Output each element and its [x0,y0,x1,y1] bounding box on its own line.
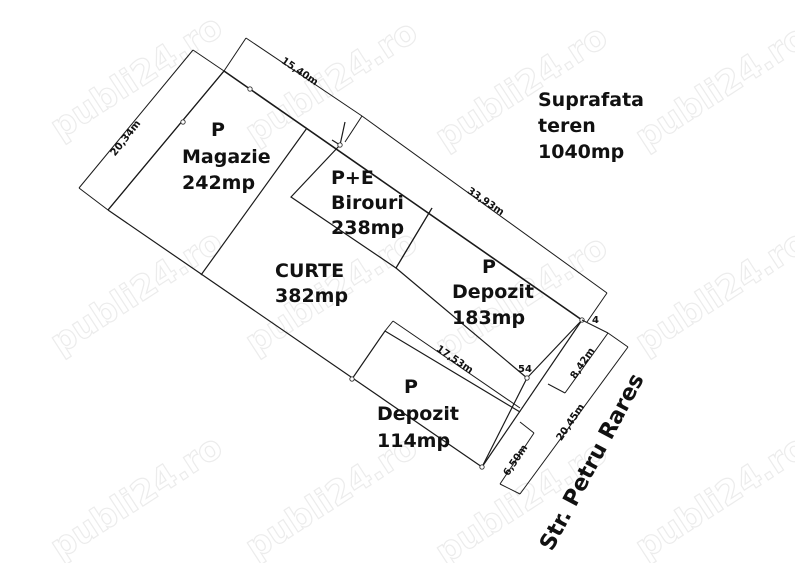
total-area-label: Suprafata teren 1040mp [538,89,644,163]
watermark: publi24.ro [628,427,795,563]
room-type: P [211,119,225,141]
dim-label-right-lower: 6,50m [502,443,531,478]
room-type: P [482,256,496,278]
room-area: 238mp [331,217,404,239]
room-label-depozit-183: P Depozit 183mp [452,256,534,329]
room-type: P+E [331,167,374,189]
dimension-lines [78,37,629,495]
watermark-layer: publi24.ro publi24.ro publi24.ro publi24… [43,6,795,563]
room-label-depozit-114: P Depozit 114mp [377,376,459,452]
room-area: 114mp [377,430,450,452]
survey-node [524,375,530,381]
watermark: publi24.ro [43,222,230,363]
dim-label-top-long: 33,93m [465,186,506,219]
room-name: Magazie [182,146,271,168]
total-area-line: teren [538,115,596,137]
watermark: publi24.ro [43,427,230,563]
room-area: 382mp [275,285,348,307]
survey-node [247,86,253,92]
room-name: CURTE [275,260,344,282]
room-area: 183mp [452,307,525,329]
survey-node [337,142,343,148]
room-name: Depozit [377,403,459,425]
total-area-line: Suprafata [538,89,644,111]
magazie-outline [107,70,308,276]
point-label-54: 54 [518,364,532,375]
room-name: Depozit [452,281,534,303]
room-label-curte: CURTE 382mp [275,260,348,307]
survey-node [180,119,186,125]
watermark: publi24.ro [628,222,795,363]
dim-label-right-upper: 8,42m [569,346,598,381]
room-label-birouri: P+E Birouri 238mp [331,167,404,239]
watermark: publi24.ro [628,17,795,158]
survey-nodes [180,86,585,470]
dim-label-left-side: 20,34m [109,119,144,159]
room-type: P [404,376,418,398]
watermark: publi24.ro [238,12,425,153]
room-label-magazie: P Magazie 242mp [182,119,271,194]
survey-node [349,376,355,382]
room-name: Birouri [331,192,404,214]
point-label-4: 4 [592,315,599,326]
total-area-value: 1040mp [538,141,624,163]
survey-node [479,464,485,470]
depozit-183-outline [395,207,583,379]
dim-label-right-total: 20,45m [555,402,588,443]
room-area: 242mp [182,172,255,194]
